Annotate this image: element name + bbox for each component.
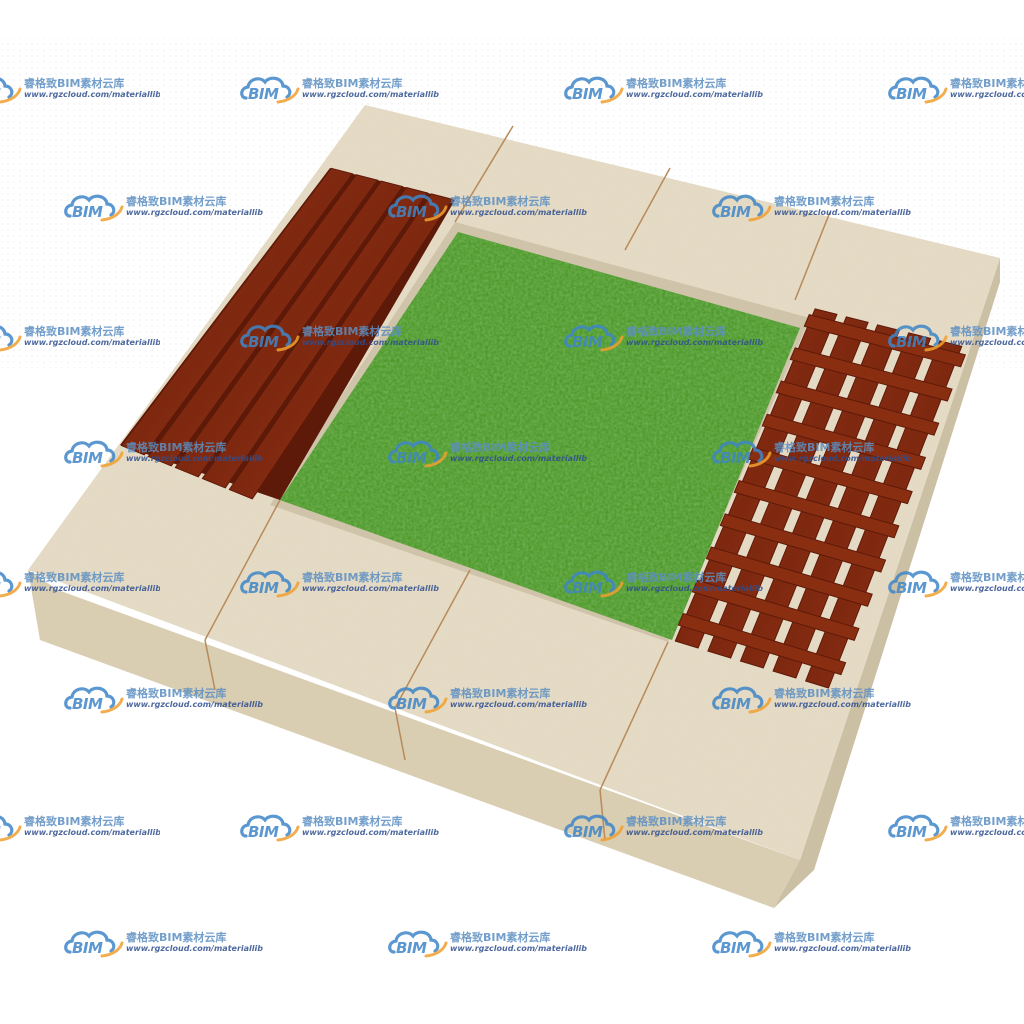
grid-slat-cross bbox=[789, 347, 953, 402]
grid-slat-cross bbox=[775, 380, 940, 436]
grid-slat-cross bbox=[705, 546, 873, 607]
grid-slat-cross bbox=[719, 513, 887, 573]
grid-slat-cross bbox=[677, 612, 847, 676]
bench-slat bbox=[201, 186, 429, 489]
bench-slat bbox=[147, 174, 379, 467]
grid-slat-cross bbox=[691, 579, 860, 642]
grid-slat-cross bbox=[733, 480, 900, 539]
bench-slat bbox=[120, 167, 354, 456]
left-wood-bench bbox=[120, 167, 455, 500]
grid-slat-cross bbox=[761, 413, 927, 471]
grass-texture bbox=[280, 232, 800, 640]
right-wood-grid-bench bbox=[674, 308, 967, 689]
bench-slat bbox=[228, 193, 454, 500]
stone-joints bbox=[204, 125, 831, 841]
